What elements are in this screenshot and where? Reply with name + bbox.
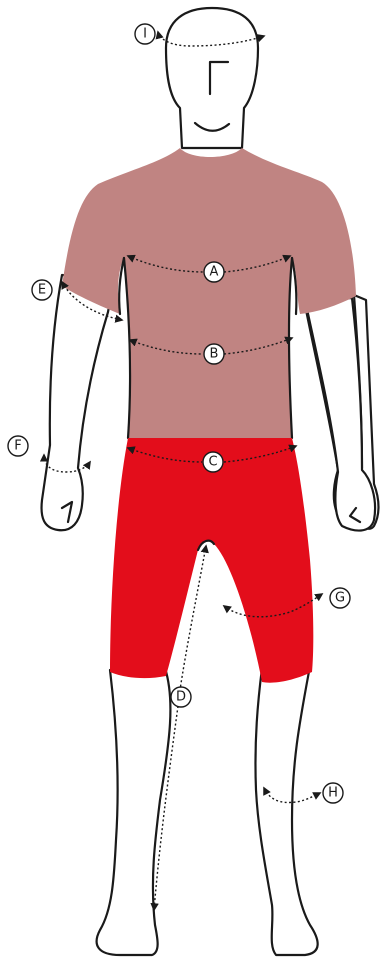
label-G-text: G: [335, 591, 345, 606]
label-F: F: [8, 436, 28, 456]
right-leg-outline: [255, 666, 317, 955]
head-outline: [166, 8, 258, 148]
label-H: H: [323, 783, 343, 803]
label-B: B: [204, 344, 224, 364]
label-I-text: I: [143, 27, 147, 42]
label-C-text: C: [208, 455, 217, 470]
label-B-text: B: [210, 347, 219, 362]
label-E: E: [32, 280, 52, 300]
label-F-text: F: [14, 439, 21, 454]
left-arm-outline: [42, 275, 114, 530]
label-D-text: D: [176, 690, 186, 705]
label-A: A: [204, 262, 224, 282]
label-H-text: H: [328, 786, 338, 801]
label-A-text: A: [210, 265, 219, 280]
label-G: G: [330, 588, 350, 608]
shorts-garment: [110, 438, 313, 683]
left-leg-outline: [97, 668, 171, 955]
label-I: I: [135, 24, 155, 44]
label-D: D: [171, 687, 191, 707]
shirt-garment: [62, 148, 356, 438]
label-C: C: [203, 452, 223, 472]
label-E-text: E: [38, 283, 46, 298]
